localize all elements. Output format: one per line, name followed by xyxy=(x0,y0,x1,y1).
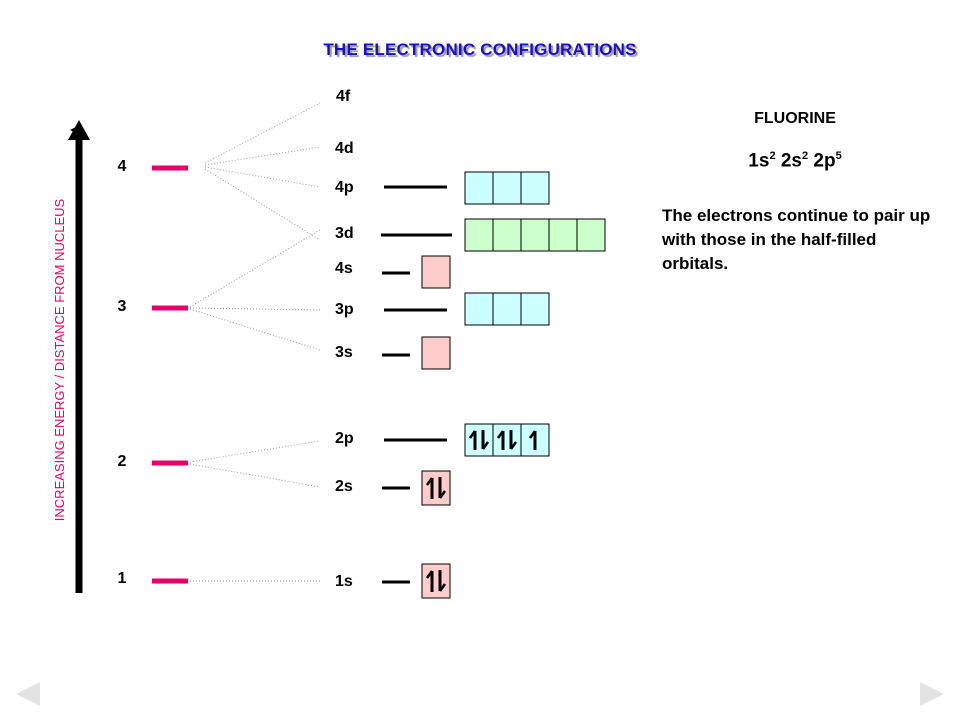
orbital-box-1s-1 xyxy=(421,563,451,599)
orbital-box-3d-1 xyxy=(464,218,494,252)
orbital-box-2p-2 xyxy=(492,423,522,457)
config-exp-2p: 5 xyxy=(835,150,842,162)
config-exp-2s: 2 xyxy=(801,150,809,162)
explanation-text: The electrons continue to pair up with t… xyxy=(662,206,931,273)
electron-spin-down-icon xyxy=(438,570,447,592)
orbital-label-3p: 3p xyxy=(335,301,354,318)
orbital-label-3d: 3d xyxy=(335,225,354,242)
orbital-box-3p-3 xyxy=(520,292,550,326)
electron-spin-up-icon xyxy=(496,430,505,450)
electron-spin-up-icon xyxy=(425,570,434,592)
orbital-label-4f: 4f xyxy=(336,88,351,105)
orbital-label-2p: 2p xyxy=(335,430,354,447)
electron-spin-up-icon xyxy=(468,430,477,450)
electron-spin-up-icon xyxy=(528,430,537,450)
shell-4-number: 4 xyxy=(117,158,127,175)
next-arrow-icon[interactable] xyxy=(918,680,946,708)
orbital-box-3p-2 xyxy=(492,292,522,326)
orbital-label-1s: 1s xyxy=(335,573,353,590)
element-name: FLUORINE xyxy=(754,110,836,127)
previous-arrow-icon[interactable] xyxy=(14,680,42,708)
shell-connector-lines xyxy=(189,102,321,582)
orbital-box-3d-4 xyxy=(548,218,578,252)
orbital-box-3d-5 xyxy=(576,218,606,252)
config-term-2p: 2p xyxy=(813,150,836,172)
orbital-box-2p-1 xyxy=(464,423,494,457)
orbital-label-4s: 4s xyxy=(335,260,353,277)
orbital-box-3p-1 xyxy=(464,292,494,326)
orbital-box-4p-2 xyxy=(492,171,522,205)
orbital-label-4d: 4d xyxy=(335,140,354,157)
orbital-box-4p-1 xyxy=(464,171,494,205)
config-term-1s: 1s xyxy=(748,150,770,172)
electron-spin-down-icon xyxy=(509,430,518,450)
orbital-box-2s-1 xyxy=(421,470,451,506)
orbital-box-3s-1 xyxy=(421,336,451,370)
shell-2-number: 2 xyxy=(117,453,127,470)
orbital-box-3d-2 xyxy=(492,218,522,252)
orbital-box-4p-3 xyxy=(520,171,550,205)
electron-spin-down-icon xyxy=(438,477,447,499)
electron-configuration: 1s2 2s2 2p5 xyxy=(700,150,890,172)
energy-axis-arrowhead xyxy=(68,120,90,140)
orbital-boxes xyxy=(421,171,606,599)
electron-spin-up-icon xyxy=(425,477,434,499)
orbital-label-3s: 3s xyxy=(335,344,353,361)
orbital-box-4s-1 xyxy=(421,255,451,289)
orbital-box-2p-3 xyxy=(520,423,550,457)
shell-3-number: 3 xyxy=(117,298,127,315)
shell-1-number: 1 xyxy=(117,570,127,587)
page-title: THE ELECTRONIC CONFIGURATIONS xyxy=(323,40,637,59)
orbital-box-3d-3 xyxy=(520,218,550,252)
electron-spin-down-icon xyxy=(481,430,490,450)
orbital-label-4p: 4p xyxy=(335,179,354,196)
config-term-2s: 2s xyxy=(780,150,802,172)
orbital-label-2s: 2s xyxy=(335,478,353,495)
config-exp-1s: 2 xyxy=(769,150,776,162)
